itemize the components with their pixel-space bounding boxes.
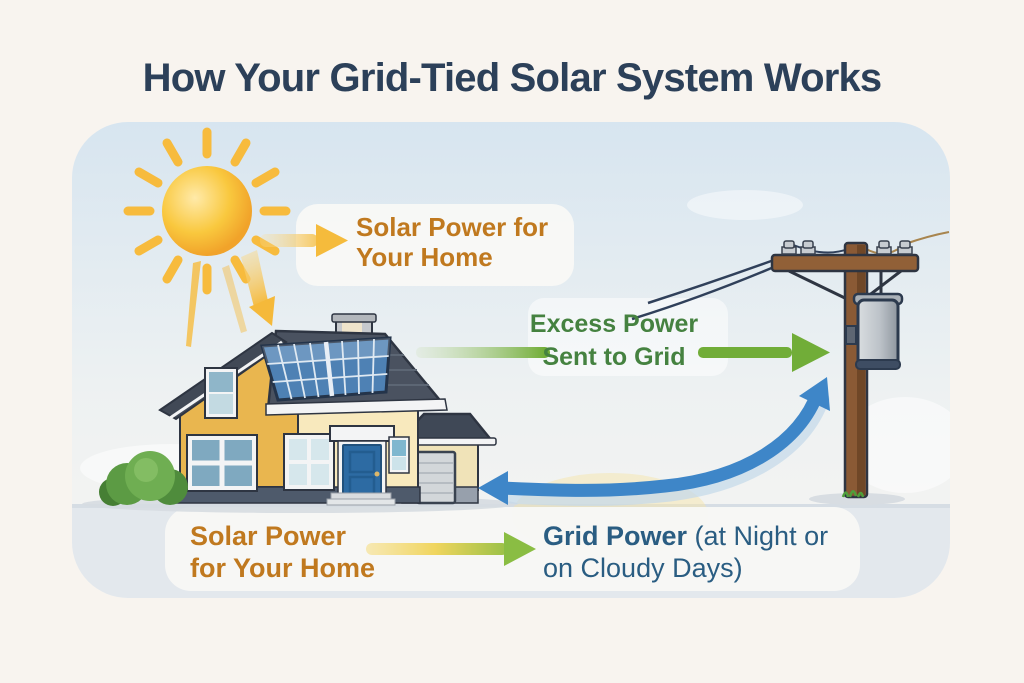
roof-fascia	[265, 398, 448, 416]
transformer	[845, 292, 904, 370]
door-side-window	[388, 436, 410, 474]
bushes	[99, 451, 188, 506]
house-illustration	[82, 313, 518, 513]
crossarm-brace	[788, 269, 850, 302]
left-window	[186, 434, 258, 492]
gable-window	[204, 367, 238, 419]
crossarm	[770, 253, 920, 273]
page-title: How Your Grid-Tied Solar System Works	[142, 56, 883, 100]
utility-pole-illustration	[631, 231, 950, 505]
front-door	[329, 425, 395, 502]
sun-disc	[162, 166, 252, 256]
solar-panel-array	[260, 336, 392, 402]
sun-to-label-arrow	[260, 224, 348, 257]
sun-beam	[222, 265, 247, 333]
main-window	[283, 433, 335, 491]
label-grid-power-bold: Grid Power	[543, 521, 688, 551]
grid-power-arrow	[478, 377, 830, 506]
label-solar-power-top: Solar Power for Your Home	[356, 212, 549, 273]
pole-shadow	[809, 493, 905, 505]
label-grid-power: Grid Power (at Night or on Cloudy Days)	[543, 521, 873, 584]
insulators	[781, 240, 913, 255]
label-solar-power-bottom: Solar Power for Your Home	[190, 521, 376, 583]
sun-icon	[123, 127, 291, 347]
excess-power-arrow	[416, 333, 830, 372]
sun-rays	[123, 127, 291, 295]
excess-card	[528, 298, 728, 376]
solar-top-card	[296, 204, 574, 286]
label-grid-power-rest: (at Night or on Cloudy Days)	[543, 521, 829, 583]
roof-tiles	[386, 354, 429, 386]
sun-to-roof-arrow	[241, 250, 275, 326]
grass	[841, 490, 865, 498]
sun-beam	[186, 261, 201, 347]
legend-arrow	[366, 532, 536, 566]
door-steps	[326, 492, 396, 506]
garage-door	[415, 450, 457, 505]
label-excess-power: Excess Power Sent to Grid	[529, 310, 699, 371]
door-knob	[374, 471, 380, 477]
